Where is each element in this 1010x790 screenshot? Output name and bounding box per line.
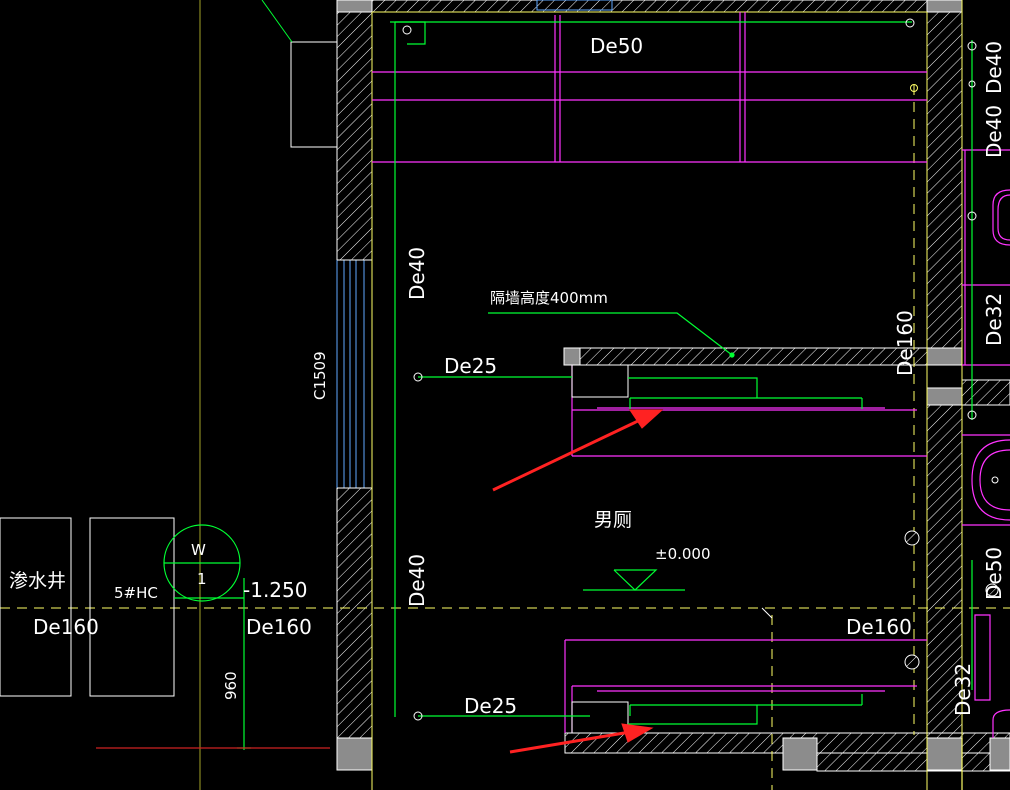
label-de32-bottom-right: De32 — [951, 663, 975, 716]
label-de160-right: De160 — [846, 615, 912, 639]
column-bottom-edge — [989, 737, 1010, 771]
red-annotations — [492, 409, 664, 754]
label-de40-top-right: De40 — [982, 41, 1006, 94]
column-partition-end — [563, 347, 581, 366]
top-opening — [536, 0, 613, 11]
label-de160-vertical: De160 — [893, 310, 917, 376]
bottom-wall-step — [816, 752, 1010, 772]
label-room-name: 男厕 — [594, 509, 632, 531]
seepage-well-box — [0, 517, 72, 697]
right-wall-upper — [926, 11, 963, 349]
label-outdoor-level: -1.250 — [243, 578, 307, 602]
outside-box — [290, 41, 338, 148]
column-top-left — [336, 0, 373, 13]
column-right-mid — [926, 347, 963, 366]
right-outer-wall — [961, 379, 1010, 406]
label-well-number: 1 — [197, 570, 207, 588]
label-de160-mid: De160 — [246, 615, 312, 639]
column-bottom-mid — [782, 737, 818, 771]
urinal-upper-box — [571, 364, 629, 398]
column-right-mid2 — [926, 387, 963, 406]
label-de40-left-lower: De40 — [405, 554, 429, 607]
top-wall — [371, 0, 928, 13]
label-seepage-well: 渗水井 — [9, 570, 66, 592]
label-de50-top: De50 — [590, 34, 643, 58]
label-dimension-960: 960 — [222, 671, 240, 700]
column-bottom-left — [336, 737, 373, 771]
left-wall-upper — [336, 11, 373, 261]
label-floor-level: ±0.000 — [655, 545, 711, 563]
inspection-well-box — [89, 517, 175, 697]
valves — [402, 18, 999, 721]
label-de40-right: De40 — [982, 105, 1006, 158]
left-wall-lower — [336, 487, 373, 739]
label-window-c1509: C1509 — [311, 351, 329, 400]
label-de25-upper: De25 — [444, 354, 497, 378]
label-well-letter: W — [191, 541, 206, 559]
right-wall-lower — [926, 404, 963, 739]
label-de40-left-upper: De40 — [405, 247, 429, 300]
water-pipes — [96, 0, 973, 790]
columns — [336, 0, 1010, 771]
label-inspection-well: 5#HC — [114, 584, 158, 602]
label-de160-left: De160 — [33, 615, 99, 639]
column-bottom-right — [926, 737, 963, 771]
partition-wall — [579, 347, 928, 366]
labels: De50 De40 De40 De40 De40 De32 De32 De25 … — [9, 34, 1006, 718]
label-partition-note: 隔墙高度400mm — [490, 289, 608, 307]
label-de25-lower: De25 — [464, 694, 517, 718]
label-de50-right-edge: De50 — [982, 547, 1006, 600]
fixtures — [372, 12, 1010, 738]
label-de32-right: De32 — [982, 293, 1006, 346]
column-top-right — [926, 0, 963, 13]
urinal-lower-box — [571, 701, 629, 734]
white-outlines — [0, 0, 999, 734]
